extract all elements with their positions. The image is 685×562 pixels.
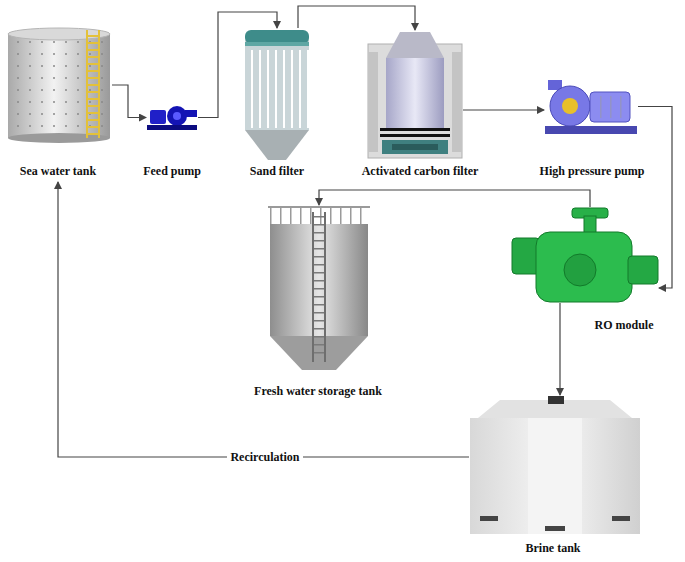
- sand-filter-figure: [245, 30, 309, 160]
- flow-line: [463, 109, 544, 110]
- high-pressure-pump-figure: [545, 80, 637, 134]
- equipment-label: Sand filter: [250, 164, 304, 178]
- fresh-water-tank: Fresh water storage tank: [267, 205, 371, 371]
- flow-line: [298, 6, 415, 30]
- high-pressure-pump-figure-part: [596, 96, 624, 118]
- brine-tank-figure-part: [545, 526, 565, 531]
- feed-pump: Feed pump: [146, 104, 198, 131]
- flow-line: [559, 303, 560, 395]
- fresh-water-tank-figure-part: [314, 214, 324, 360]
- feed-pump-figure-part: [147, 125, 197, 130]
- fresh-water-tank-figure: [268, 206, 370, 370]
- feed-pump-figure: [147, 106, 197, 130]
- carbon-filter-figure-part: [386, 58, 444, 130]
- ro-module-figure-part: [564, 254, 596, 286]
- carbon-filter-figure-part: [382, 140, 448, 154]
- carbon-filter-figure-part: [392, 144, 438, 150]
- feed-pump-figure-part: [167, 106, 187, 126]
- high-pressure-pump-figure-part: [550, 86, 590, 126]
- fresh-water-tank-figure-part: [312, 212, 314, 362]
- sand-filter-figure-part: [245, 42, 309, 46]
- flow-line: [319, 190, 590, 207]
- high-pressure-pump: High pressure pump: [544, 78, 638, 135]
- fresh-water-tank-figure-part: [324, 212, 326, 362]
- equipment-label: RO module: [594, 318, 653, 332]
- equipment-label: Fresh water storage tank: [254, 384, 382, 398]
- sand-filter-figure-part: [245, 50, 309, 128]
- equipment-label: Sea water tank: [20, 164, 96, 178]
- sea-water-tank: Sea water tank: [6, 28, 112, 142]
- sea-water-tank-figure-part: [86, 30, 88, 138]
- high-pressure-pump-figure-part: [590, 92, 630, 122]
- brine-tank-figure-part: [480, 516, 498, 521]
- carbon-filter-figure-part: [368, 44, 462, 158]
- sea-water-tank-figure-part: [88, 32, 98, 136]
- brine-tank: Brine tank: [469, 395, 641, 535]
- brine-tank-figure: [470, 396, 640, 534]
- ro-module-figure: [512, 208, 658, 302]
- carbon-filter-figure-part: [368, 52, 378, 152]
- equipment-label: High pressure pump: [540, 164, 645, 178]
- brine-tank-figure-part: [612, 516, 630, 521]
- high-pressure-pump-figure-part: [545, 126, 637, 134]
- feed-pump-figure-part: [150, 110, 166, 124]
- equipment-label: Activated carbon filter: [362, 164, 479, 178]
- sand-filter-figure-part: [245, 40, 309, 130]
- flow-label: Recirculation: [227, 450, 302, 464]
- flow-line: [198, 12, 277, 118]
- ro-module: RO module: [511, 207, 659, 303]
- carbon-filter-figure: [368, 32, 462, 158]
- carbon-filter-figure-part: [380, 128, 450, 131]
- feed-pump-figure-part: [185, 110, 197, 117]
- sand-filter-figure-part: [245, 30, 309, 44]
- high-pressure-pump-figure-part: [562, 98, 578, 114]
- brine-tank-figure-part: [548, 396, 564, 404]
- brine-tank-figure-part: [470, 418, 640, 534]
- flow-line: [638, 107, 672, 289]
- carbon-filter-figure-part: [380, 134, 450, 137]
- carbon-filter-figure-part: [452, 52, 462, 152]
- sea-water-tank-figure-part: [98, 30, 100, 138]
- feed-pump-figure-part: [173, 112, 181, 120]
- flow-line: [112, 85, 146, 118]
- sand-filter-figure-part: [245, 130, 309, 160]
- ro-module-figure-part: [536, 232, 632, 302]
- brine-tank-figure-part: [528, 418, 582, 534]
- sea-water-tank-figure: [8, 28, 110, 143]
- flow-line: [58, 182, 469, 457]
- sand-filter: Sand filter: [244, 28, 310, 161]
- activated-carbon-filter: Activated carbon filter: [367, 30, 463, 159]
- carbon-filter-figure-part: [386, 32, 444, 58]
- ro-module-figure-part: [628, 256, 658, 284]
- equipment-label: Brine tank: [525, 541, 580, 555]
- equipment-label: Feed pump: [143, 164, 201, 178]
